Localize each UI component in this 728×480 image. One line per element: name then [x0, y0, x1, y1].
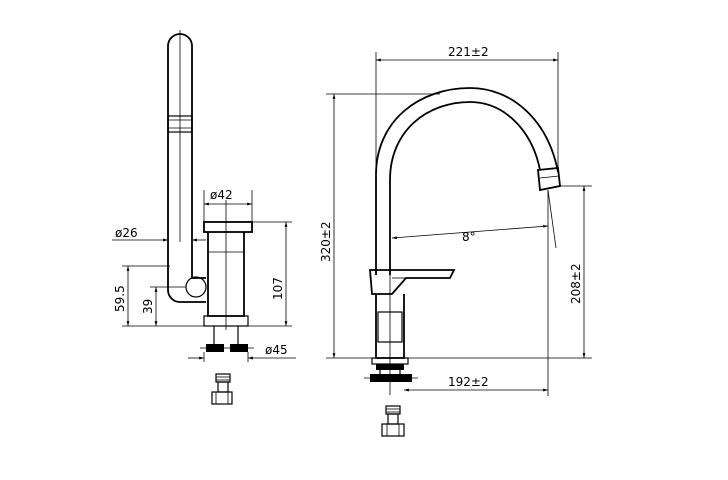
label-reach-192: 192±2 [448, 375, 489, 389]
label-angle-8: 8° [462, 230, 476, 244]
label-diameter-45: ø45 [265, 343, 288, 357]
dimension-height-39: 39 [141, 286, 186, 326]
label-height-208: 208±2 [569, 263, 583, 304]
dimension-angle-8: 8° [391, 189, 557, 250]
dimension-height-208: 208±2 [408, 185, 592, 359]
label-diameter-26: ø26 [115, 226, 138, 240]
side-view-base [200, 326, 254, 352]
dimension-diameter-45: ø45 [188, 343, 296, 362]
dimension-width-221: 221±2 [375, 45, 559, 175]
label-height-59-5: 59.5 [113, 285, 127, 312]
dimension-height-59-5: 59.5 [113, 265, 204, 327]
front-view: 221±2 320±2 8° 208±2 192±2 [319, 45, 592, 437]
dimension-height-107: 107 [248, 221, 292, 327]
side-view: ø42 ø26 59.5 39 107 [112, 30, 296, 405]
front-view-lever-handle [369, 269, 456, 295]
label-diameter-42: ø42 [210, 188, 233, 202]
side-view-spout-pipe [167, 30, 193, 272]
dimension-diameter-42: ø42 [203, 188, 253, 222]
front-view-gooseneck-spout [375, 87, 561, 275]
dimension-reach-192: 192±2 [404, 250, 549, 396]
label-height-320: 320±2 [319, 221, 333, 262]
front-view-base [364, 364, 418, 382]
label-height-39: 39 [141, 299, 155, 314]
side-view-hose-connector [211, 373, 233, 405]
dimension-diameter-26: ø26 [112, 226, 206, 242]
dimension-height-320: 320±2 [319, 93, 440, 359]
label-height-107: 107 [271, 277, 285, 300]
front-view-hose-connector [381, 405, 405, 437]
label-width-221: 221±2 [448, 45, 489, 59]
side-view-body [203, 200, 253, 330]
